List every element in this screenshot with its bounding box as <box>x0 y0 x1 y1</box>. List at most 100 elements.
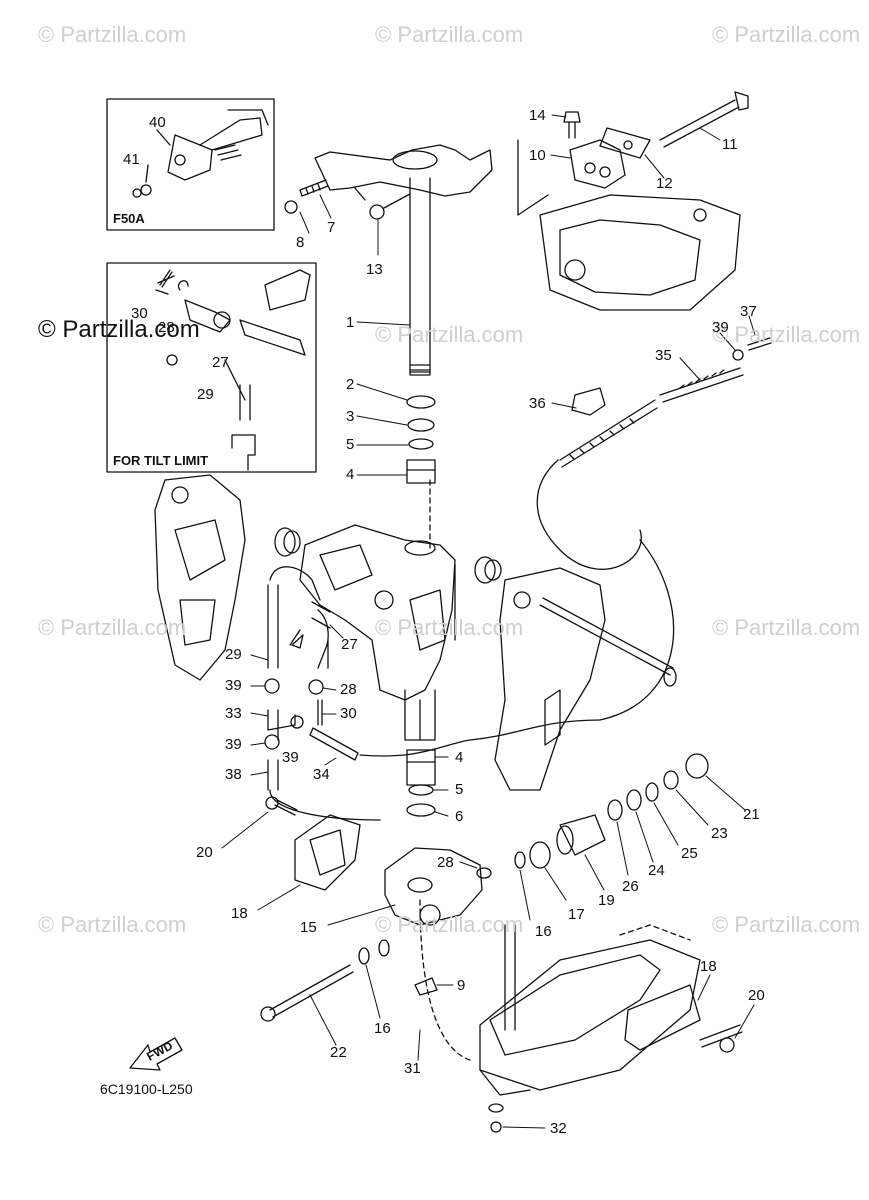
swivel-bracket <box>299 524 456 701</box>
bracket-27-part <box>311 601 331 629</box>
callout-28-lower: 28 <box>437 854 454 871</box>
watermark: © Partzilla.com <box>38 316 200 343</box>
hose-34 <box>309 727 359 761</box>
callout-18-right: 18 <box>700 958 717 975</box>
nut-8-part <box>284 200 298 214</box>
watermark: © Partzilla.com <box>38 912 187 937</box>
lower-mount-housing <box>479 924 701 1096</box>
leader-41 <box>145 164 149 183</box>
bolt-22 <box>260 964 354 1022</box>
clip-9 <box>414 977 438 996</box>
callout-30-inset: 30 <box>131 305 148 322</box>
callout-leaders <box>221 114 756 1129</box>
washer-16-a <box>514 851 526 869</box>
callout-39-top: 39 <box>712 319 729 336</box>
bushing-3 <box>407 418 435 432</box>
callout-35: 35 <box>655 347 672 364</box>
callout-4: 4 <box>346 466 355 483</box>
bracket-40-part <box>167 109 269 181</box>
callout-36: 36 <box>529 395 546 412</box>
watermark: © Partzilla.com <box>712 912 861 937</box>
callout-14: 14 <box>529 107 546 124</box>
upper-mount-plate <box>539 194 741 311</box>
callout-29: 29 <box>225 646 242 663</box>
callout-37: 37 <box>740 303 757 320</box>
callout-10: 10 <box>529 147 546 164</box>
callout-32: 32 <box>550 1120 567 1137</box>
washer-16-c <box>358 947 370 965</box>
bushing-4-lower <box>406 749 436 786</box>
tilt-limit-parts <box>155 269 311 471</box>
screw-32 <box>490 1121 502 1133</box>
cover-18-right <box>624 984 701 1051</box>
clip-28-b <box>476 867 492 879</box>
cable-holder-36 <box>571 387 606 416</box>
tilt-cable-35 <box>559 367 744 468</box>
callout-1: 1 <box>346 314 355 331</box>
diagram-code: 6C19100-L250 <box>100 1081 193 1097</box>
washer-16-b <box>378 939 390 957</box>
callout-24: 24 <box>648 862 665 879</box>
callout-21: 21 <box>743 806 760 823</box>
dash-leader <box>517 139 549 216</box>
clip-39-top <box>732 349 744 361</box>
nut-23 <box>663 770 679 790</box>
bushing-swivel-left <box>274 527 301 557</box>
callout-38: 38 <box>225 766 242 783</box>
callout-39-b: 39 <box>225 736 242 753</box>
inset-box-f50a <box>106 98 275 231</box>
callout-22: 22 <box>330 1044 347 1061</box>
callout-25: 25 <box>681 845 698 862</box>
washer-2 <box>406 395 436 409</box>
washer-24 <box>626 789 642 811</box>
callout-16-b: 16 <box>374 1020 391 1037</box>
clamp-bracket-right <box>494 567 606 791</box>
leader-40 <box>156 129 171 146</box>
steering-shaft-1 <box>409 177 431 376</box>
bolt-20-right-head <box>719 1037 735 1053</box>
inset-label-f50a: F50A <box>113 211 145 226</box>
washer-32 <box>488 1103 504 1113</box>
callout-28-inset: 28 <box>158 319 175 336</box>
nut-41-part <box>132 184 152 198</box>
bolt-20-head <box>265 796 279 810</box>
callout-8: 8 <box>296 234 305 251</box>
callout-20-right: 20 <box>748 987 765 1004</box>
cover-18 <box>294 814 361 891</box>
watermark: © Partzilla.com <box>712 615 861 640</box>
callout-9: 9 <box>457 977 466 994</box>
callout-27-inset: 27 <box>212 354 229 371</box>
nut-13-part <box>369 193 411 220</box>
bolt-7-part <box>299 179 329 197</box>
callout-40: 40 <box>149 114 166 131</box>
callout-20: 20 <box>196 844 213 861</box>
callout-29-inset: 29 <box>197 386 214 403</box>
watermark: © Partzilla.com <box>375 615 524 640</box>
bolt-14-part <box>563 111 581 139</box>
callout-28: 28 <box>340 681 357 698</box>
rubber-mount-19 <box>556 814 606 856</box>
callout-41: 41 <box>123 151 140 168</box>
watermark: © Partzilla.com <box>712 322 861 347</box>
clip-39-a <box>264 678 280 694</box>
clamp-10-part <box>569 139 626 189</box>
hose-34-path <box>359 719 601 757</box>
callout-33: 33 <box>225 705 242 722</box>
bushing-4 <box>406 459 436 484</box>
hoses-left <box>267 566 381 821</box>
o-ring-5-lower <box>408 784 434 796</box>
pipe-lower <box>504 924 516 1031</box>
screw-37 <box>747 337 772 351</box>
inset-label-tilt-limit: FOR TILT LIMIT <box>113 453 209 468</box>
callout-4-lower: 4 <box>455 749 464 766</box>
callout-11: 11 <box>722 136 738 153</box>
watermark: © Partzilla.com <box>375 912 524 937</box>
clamp-bracket-left <box>154 474 246 681</box>
callout-26: 26 <box>622 878 639 895</box>
bolt-27-part <box>289 629 304 649</box>
callout-30: 30 <box>340 705 357 722</box>
tilt-tube <box>539 597 677 687</box>
clip-28-a <box>308 679 324 695</box>
bolt-11-part <box>659 91 749 148</box>
